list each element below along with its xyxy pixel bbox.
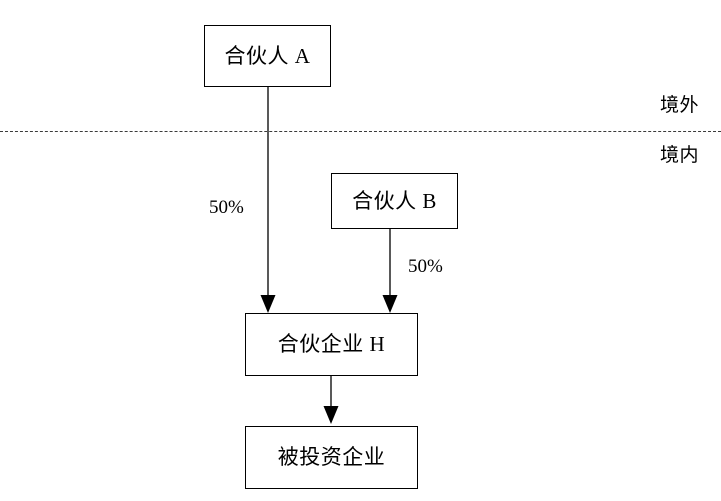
region-label-onshore: 境内	[660, 145, 700, 166]
node-box-partner-a[interactable]: 合伙人 A	[204, 25, 331, 87]
edge-label-b-to-h-percent: 50%	[408, 256, 443, 277]
connector-partner-b-to-partnership-h	[382, 229, 398, 313]
node-box-invested-enterprise[interactable]: 被投资企业	[245, 426, 418, 489]
node-box-partner-b[interactable]: 合伙人 B	[331, 173, 458, 229]
connector-partner-a-to-partnership-h	[260, 87, 276, 313]
connector-partnership-h-to-invested-enterprise	[323, 376, 339, 424]
offshore-onshore-divider	[0, 131, 721, 132]
edge-label-a-to-h-percent: 50%	[209, 197, 244, 218]
region-label-offshore: 境外	[660, 95, 700, 116]
node-box-partnership-h[interactable]: 合伙企业 H	[245, 313, 418, 376]
